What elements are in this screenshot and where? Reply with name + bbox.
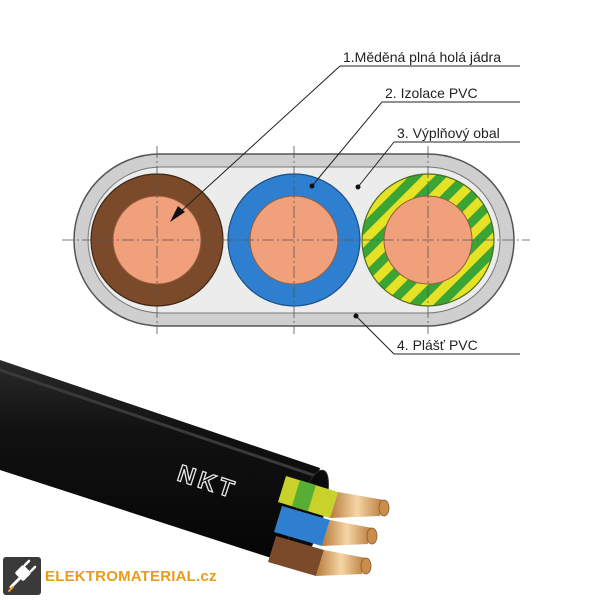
leader-lines bbox=[177, 65, 520, 355]
label-pvc-sheath: 4. Plášť PVC bbox=[397, 337, 478, 353]
cable-cross-section bbox=[62, 146, 530, 334]
conductor-blue bbox=[274, 506, 378, 546]
center-lines bbox=[62, 146, 530, 334]
label-pvc-insulation: 2. Izolace PVC bbox=[385, 85, 478, 101]
leader-arrowhead bbox=[170, 206, 185, 222]
label-filler: 3. Výplňový obal bbox=[397, 125, 500, 141]
logo-text: ELEKTROMATERIAL.cz bbox=[45, 567, 217, 585]
site-logo[interactable]: ELEKTROMATERIAL.cz bbox=[3, 556, 217, 596]
leader-dot-4 bbox=[353, 313, 359, 319]
conductor-yellow-green bbox=[278, 476, 390, 518]
label-copper-cores: 1.Měděná plná holá jádra bbox=[343, 49, 501, 65]
cable-jacket bbox=[0, 360, 320, 566]
cable-photo: NKT bbox=[0, 360, 390, 576]
plug-icon bbox=[3, 557, 41, 595]
leader-dot-2 bbox=[309, 183, 315, 189]
cable-jacket-highlight bbox=[0, 368, 317, 478]
conductor-brown bbox=[268, 536, 372, 576]
leader-dot-3 bbox=[355, 184, 361, 190]
